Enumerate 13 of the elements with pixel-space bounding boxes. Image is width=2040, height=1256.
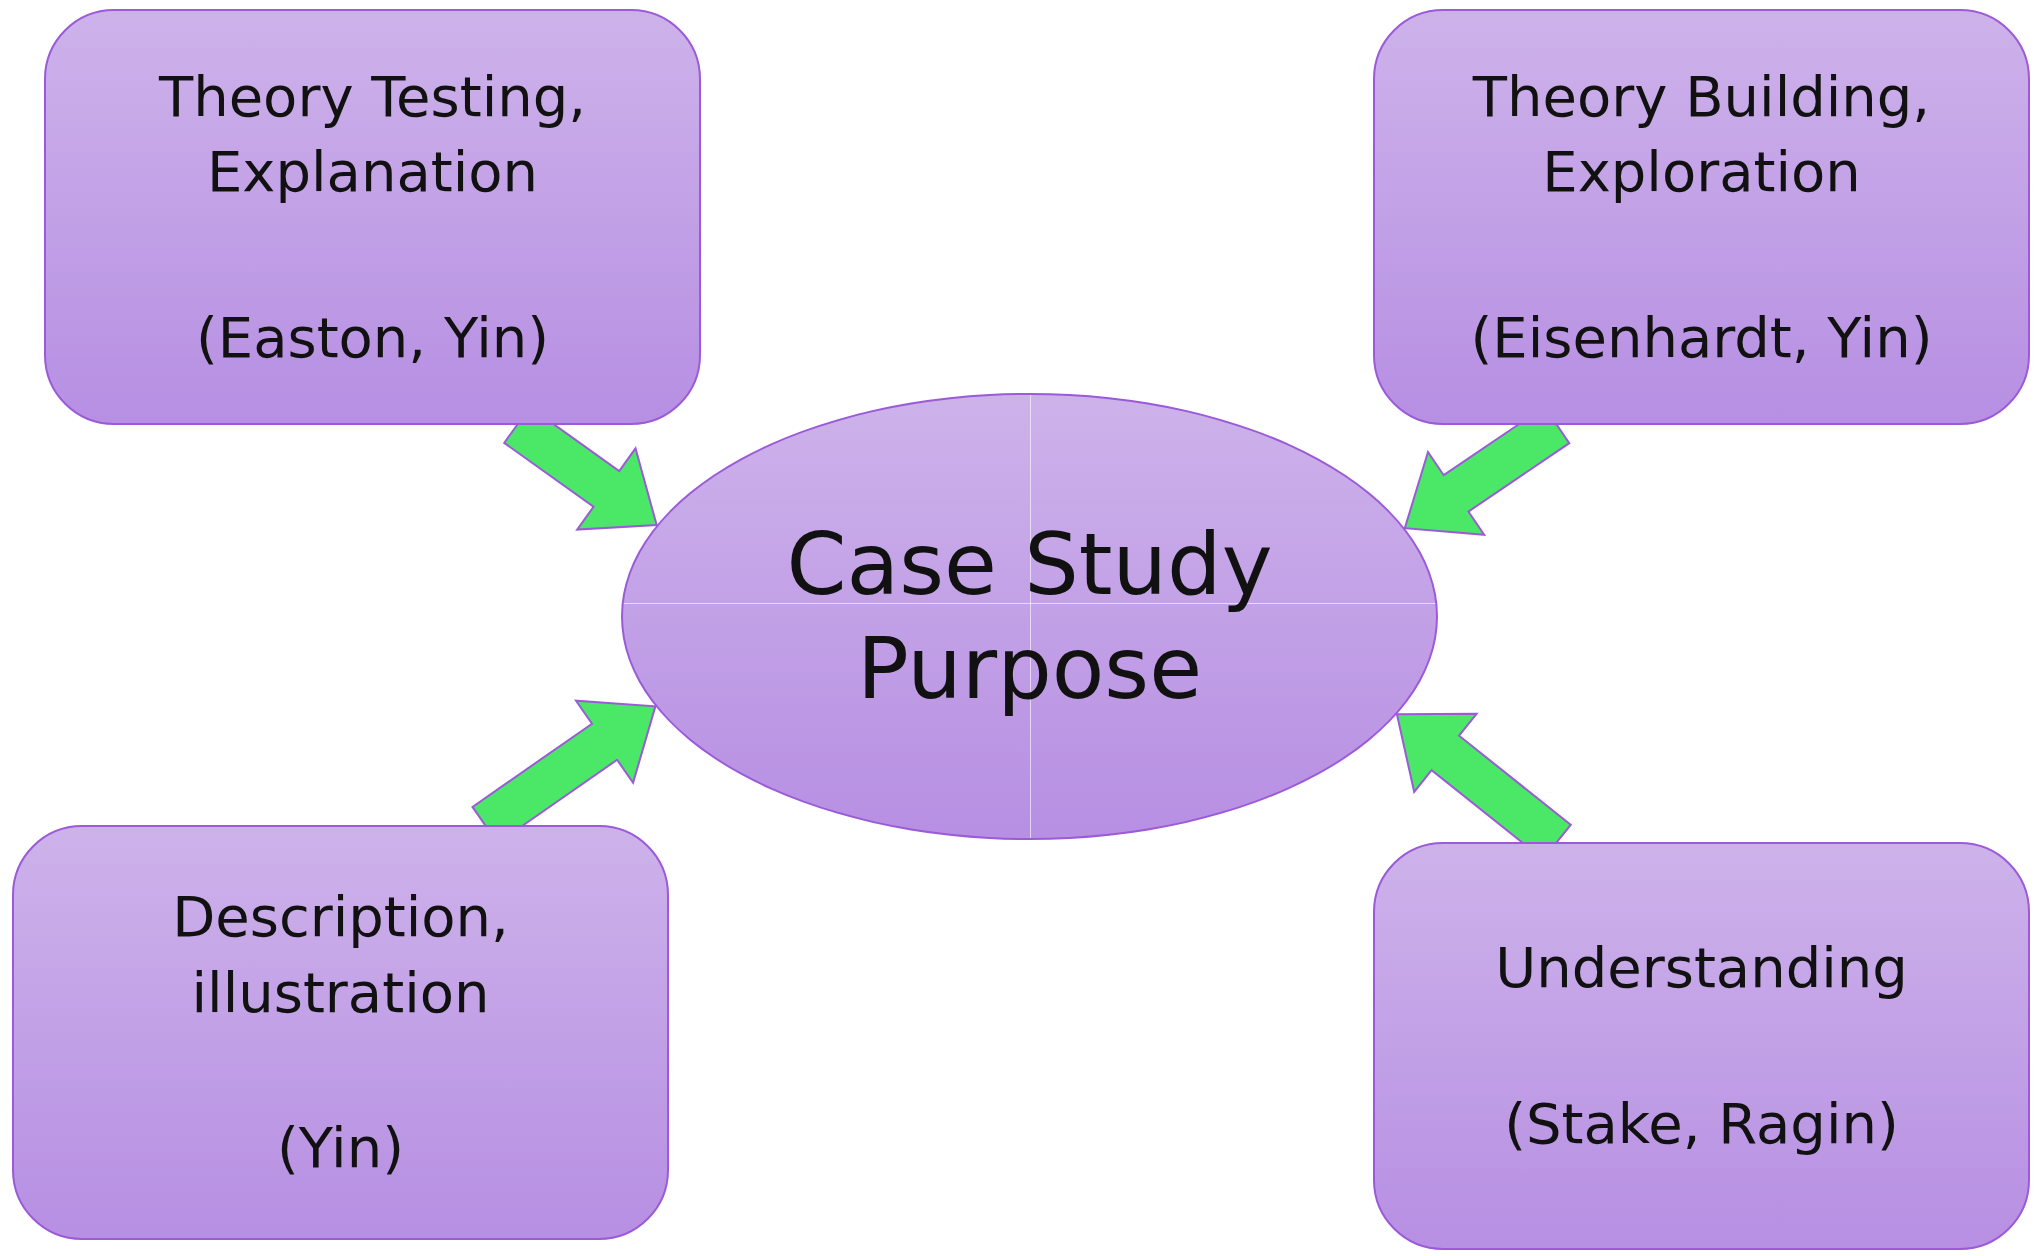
purpose-box [1373, 9, 2030, 425]
citation-text: (Stake, Ragin) [1504, 1090, 1899, 1158]
box-heading: Understanding [1495, 934, 1908, 1003]
citation-text: (Easton, Yin) [195, 303, 550, 372]
box-heading: Theory Building, Exploration [1471, 62, 1932, 207]
purpose-box [44, 9, 701, 425]
box-heading: Theory Testing, Explanation [157, 62, 588, 207]
citation-text: (Eisenhardt, Yin) [1470, 303, 1933, 372]
box-heading: Description, illustration [171, 883, 510, 1027]
purpose-box [1373, 842, 2030, 1250]
purpose-box [12, 825, 669, 1240]
ellipse-label: Case Study Purpose [785, 513, 1274, 720]
citation-text: (Yin) [277, 1114, 404, 1183]
